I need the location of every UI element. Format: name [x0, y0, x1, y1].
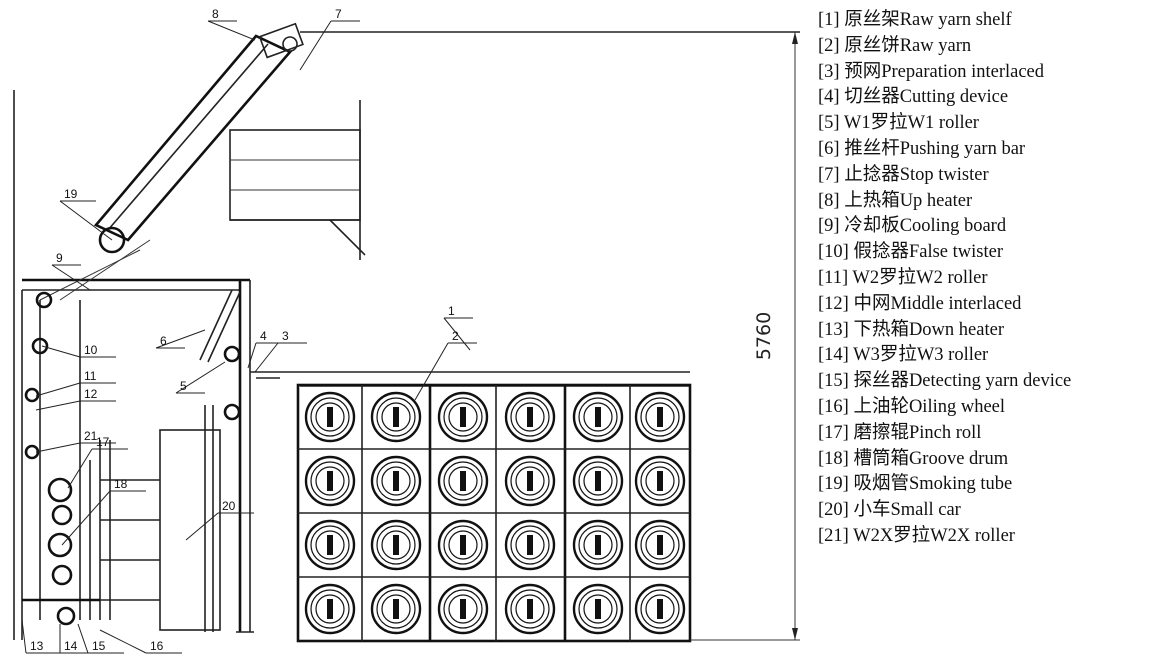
callout-4: 4 — [247, 329, 285, 369]
yarn-bobbin — [504, 455, 556, 507]
height-dimension: 5760 — [753, 312, 775, 360]
legend-item: [1] 原丝架Raw yarn shelf — [818, 10, 1012, 30]
callout-14: 14 — [59, 624, 96, 654]
legend-item: [18] 槽筒箱Groove drum — [818, 448, 1009, 469]
yarn-bobbin — [437, 455, 489, 507]
legend-item: [8] 上热箱Up heater — [818, 190, 973, 211]
callout-number: 18 — [114, 477, 128, 491]
callout-12: 12 — [35, 387, 116, 411]
callout-number: 11 — [84, 369, 97, 383]
parts-legend: [1] 原丝架Raw yarn shelf [2] 原丝饼Raw yarn [3] … — [818, 8, 1164, 550]
legend-item: [10] 假捻器False twister — [818, 242, 1003, 263]
callout-13: 13 — [21, 619, 62, 654]
creel-bobbins — [304, 391, 686, 635]
yarn-bobbin — [304, 391, 356, 443]
legend-item: [17] 磨擦辊Pinch roll — [818, 422, 982, 443]
yarn-bobbin — [572, 519, 624, 571]
callout-16: 16 — [99, 629, 182, 654]
legend-item: [9] 冷却板Cooling board — [818, 216, 1007, 237]
legend-item: [3] 预网Preparation interlaced — [818, 61, 1045, 82]
legend-item: [15] 探丝器Detecting yarn device — [818, 371, 1072, 392]
callout-number: 5 — [180, 379, 187, 393]
legend-item: [19] 吸烟管Smoking tube — [818, 474, 1013, 495]
yarn-bobbin — [634, 455, 686, 507]
yarn-bobbin — [370, 583, 422, 635]
yarn-bobbin — [304, 583, 356, 635]
callout-18: 18 — [61, 477, 146, 546]
yarn-bobbin — [437, 583, 489, 635]
yarn-bobbin — [370, 519, 422, 571]
yarn-bobbin — [370, 455, 422, 507]
legend-item: [2] 原丝饼Raw yarn — [818, 35, 972, 56]
yarn-bobbin — [504, 391, 556, 443]
callout-7: 7 — [299, 7, 360, 71]
callout-20: 20 — [185, 499, 254, 541]
yarn-bobbin — [572, 455, 624, 507]
yarn-bobbin — [504, 583, 556, 635]
callout-number: 3 — [282, 329, 289, 343]
legend-item: [11] W2罗拉W2 roller — [818, 267, 988, 288]
callout-17: 17 — [67, 435, 128, 489]
legend-item: [12] 中网Middle interlaced — [818, 293, 1022, 314]
yarn-bobbin — [437, 391, 489, 443]
callout-number: 1 — [448, 304, 455, 318]
callout-number: 14 — [64, 639, 78, 653]
callout-21: 21 — [35, 429, 116, 453]
callout-number: 17 — [96, 435, 110, 449]
callout-number: 6 — [160, 334, 167, 348]
callout-5: 5 — [175, 361, 226, 394]
yarn-bobbin — [572, 391, 624, 443]
callout-11: 11 — [35, 369, 116, 397]
legend-item: [16] 上油轮Oiling wheel — [818, 396, 1006, 417]
callout-number: 20 — [222, 499, 236, 513]
yarn-bobbin — [572, 583, 624, 635]
legend-item: [5] W1罗拉W1 roller — [818, 113, 979, 134]
legend-item: [4] 切丝器Cutting device — [818, 87, 1009, 108]
yarn-bobbin — [304, 519, 356, 571]
callout-6: 6 — [155, 329, 206, 349]
callout-number: 16 — [150, 639, 164, 653]
callout-8: 8 — [207, 7, 256, 41]
yarn-bobbin — [634, 583, 686, 635]
yarn-bobbin — [634, 391, 686, 443]
callout-number: 4 — [260, 329, 267, 343]
callout-number: 9 — [56, 251, 63, 265]
callout-15: 15 — [77, 623, 124, 654]
legend-item: [13] 下热箱Down heater — [818, 319, 1004, 340]
legend-item: [6] 推丝杆Pushing yarn bar — [818, 138, 1026, 159]
callout-10: 10 — [41, 343, 116, 358]
legend-item: [20] 小车Small car — [818, 500, 961, 521]
yarn-bobbin — [370, 391, 422, 443]
yarn-bobbin — [504, 519, 556, 571]
machine-frame — [13, 22, 800, 643]
callout-number: 13 — [30, 639, 44, 653]
legend-item: [7] 止捻器Stop twister — [818, 164, 989, 185]
callout-19: 19 — [59, 187, 113, 241]
callout-number: 8 — [212, 7, 219, 21]
callout-number: 15 — [92, 639, 106, 653]
callout-9: 9 — [51, 251, 91, 291]
callout-1: 1 — [443, 304, 473, 351]
legend-item: [14] W3罗拉W3 roller — [818, 345, 989, 366]
callout-number: 12 — [84, 387, 98, 401]
yarn-bobbin — [634, 519, 686, 571]
yarn-bobbin — [304, 455, 356, 507]
callout-number: 21 — [84, 429, 98, 443]
callout-number: 10 — [84, 343, 98, 357]
callout-number: 19 — [64, 187, 78, 201]
legend-item: [21] W2X罗拉W2X roller — [818, 525, 1015, 546]
callout-number: 7 — [335, 7, 342, 21]
callout-number: 2 — [452, 329, 459, 343]
yarn-bobbin — [437, 519, 489, 571]
callout-2: 2 — [414, 329, 477, 401]
